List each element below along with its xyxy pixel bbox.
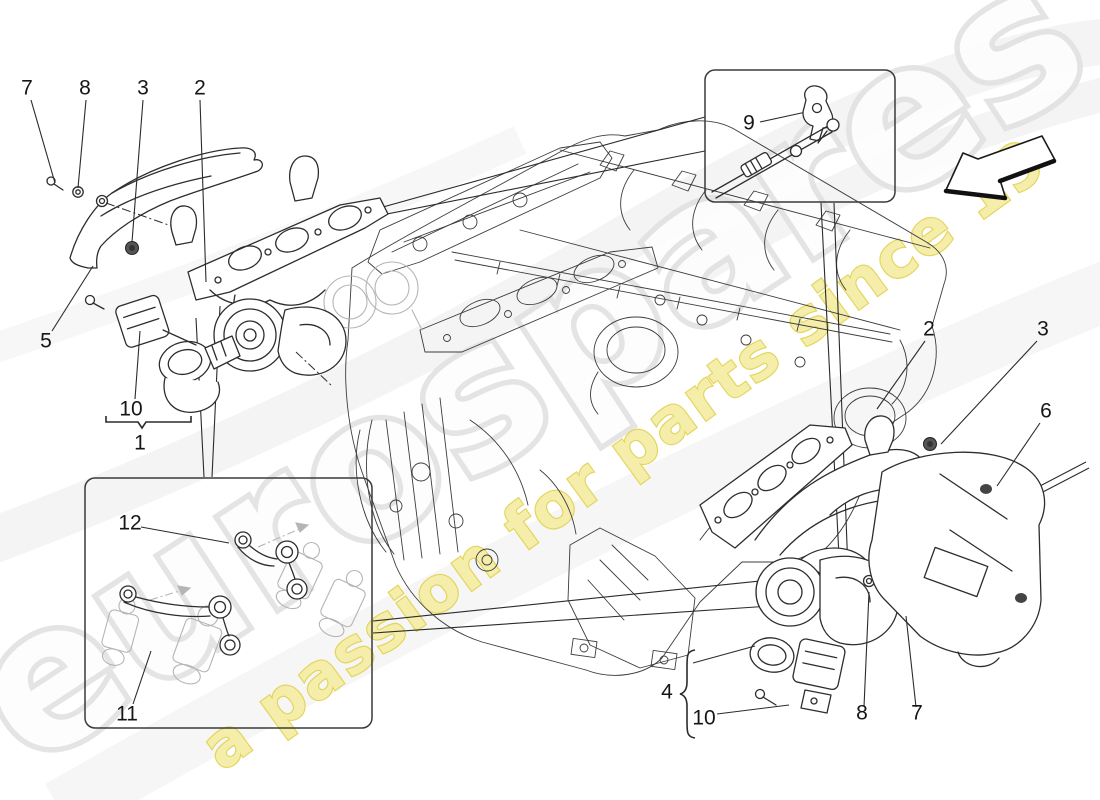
left-turbo-assembly (46, 147, 389, 413)
callout-10-left[interactable]: 10 (119, 397, 143, 421)
right-turbo-assembly (699, 415, 1090, 714)
callout-2-right[interactable]: 2 (923, 317, 935, 341)
watermark-swoosh (0, 18, 1100, 800)
callout-8-bottom[interactable]: 8 (856, 701, 868, 725)
callout-7-bottom[interactable]: 7 (911, 701, 923, 725)
callout-6-right[interactable]: 6 (1040, 399, 1052, 423)
gasket-11 (119, 585, 241, 656)
callout-5-left[interactable]: 5 (40, 329, 52, 353)
group-1-bracket (105, 416, 192, 430)
nav-arrow-icon[interactable] (943, 135, 1057, 201)
callout-8-top-left[interactable]: 8 (79, 76, 91, 100)
callout-10-bottom[interactable]: 10 (692, 706, 716, 730)
shield-bolt-hole (1015, 593, 1027, 603)
callout-2-top-left[interactable]: 2 (194, 76, 206, 100)
inset-box-rod (704, 69, 896, 203)
callout-3-right[interactable]: 3 (1037, 317, 1049, 341)
callout-11-inset[interactable]: 11 (116, 702, 138, 726)
leader-lines-short (30, 99, 1041, 739)
callout-9-inset[interactable]: 9 (743, 111, 755, 135)
callout-1-left[interactable]: 1 (134, 431, 146, 455)
bolt-7-left (46, 176, 56, 186)
callout-12-inset[interactable]: 12 (118, 511, 142, 535)
inset-box-solenoids (84, 477, 373, 729)
shield-bolt-hole (980, 484, 992, 494)
group-4-brace (679, 649, 696, 739)
callout-3-top-left[interactable]: 3 (137, 76, 149, 100)
washer-8-left (72, 186, 84, 198)
gasket-12 (234, 531, 308, 600)
callout-7-top-left[interactable]: 7 (21, 76, 33, 100)
callout-4-bottom[interactable]: 4 (661, 680, 673, 704)
